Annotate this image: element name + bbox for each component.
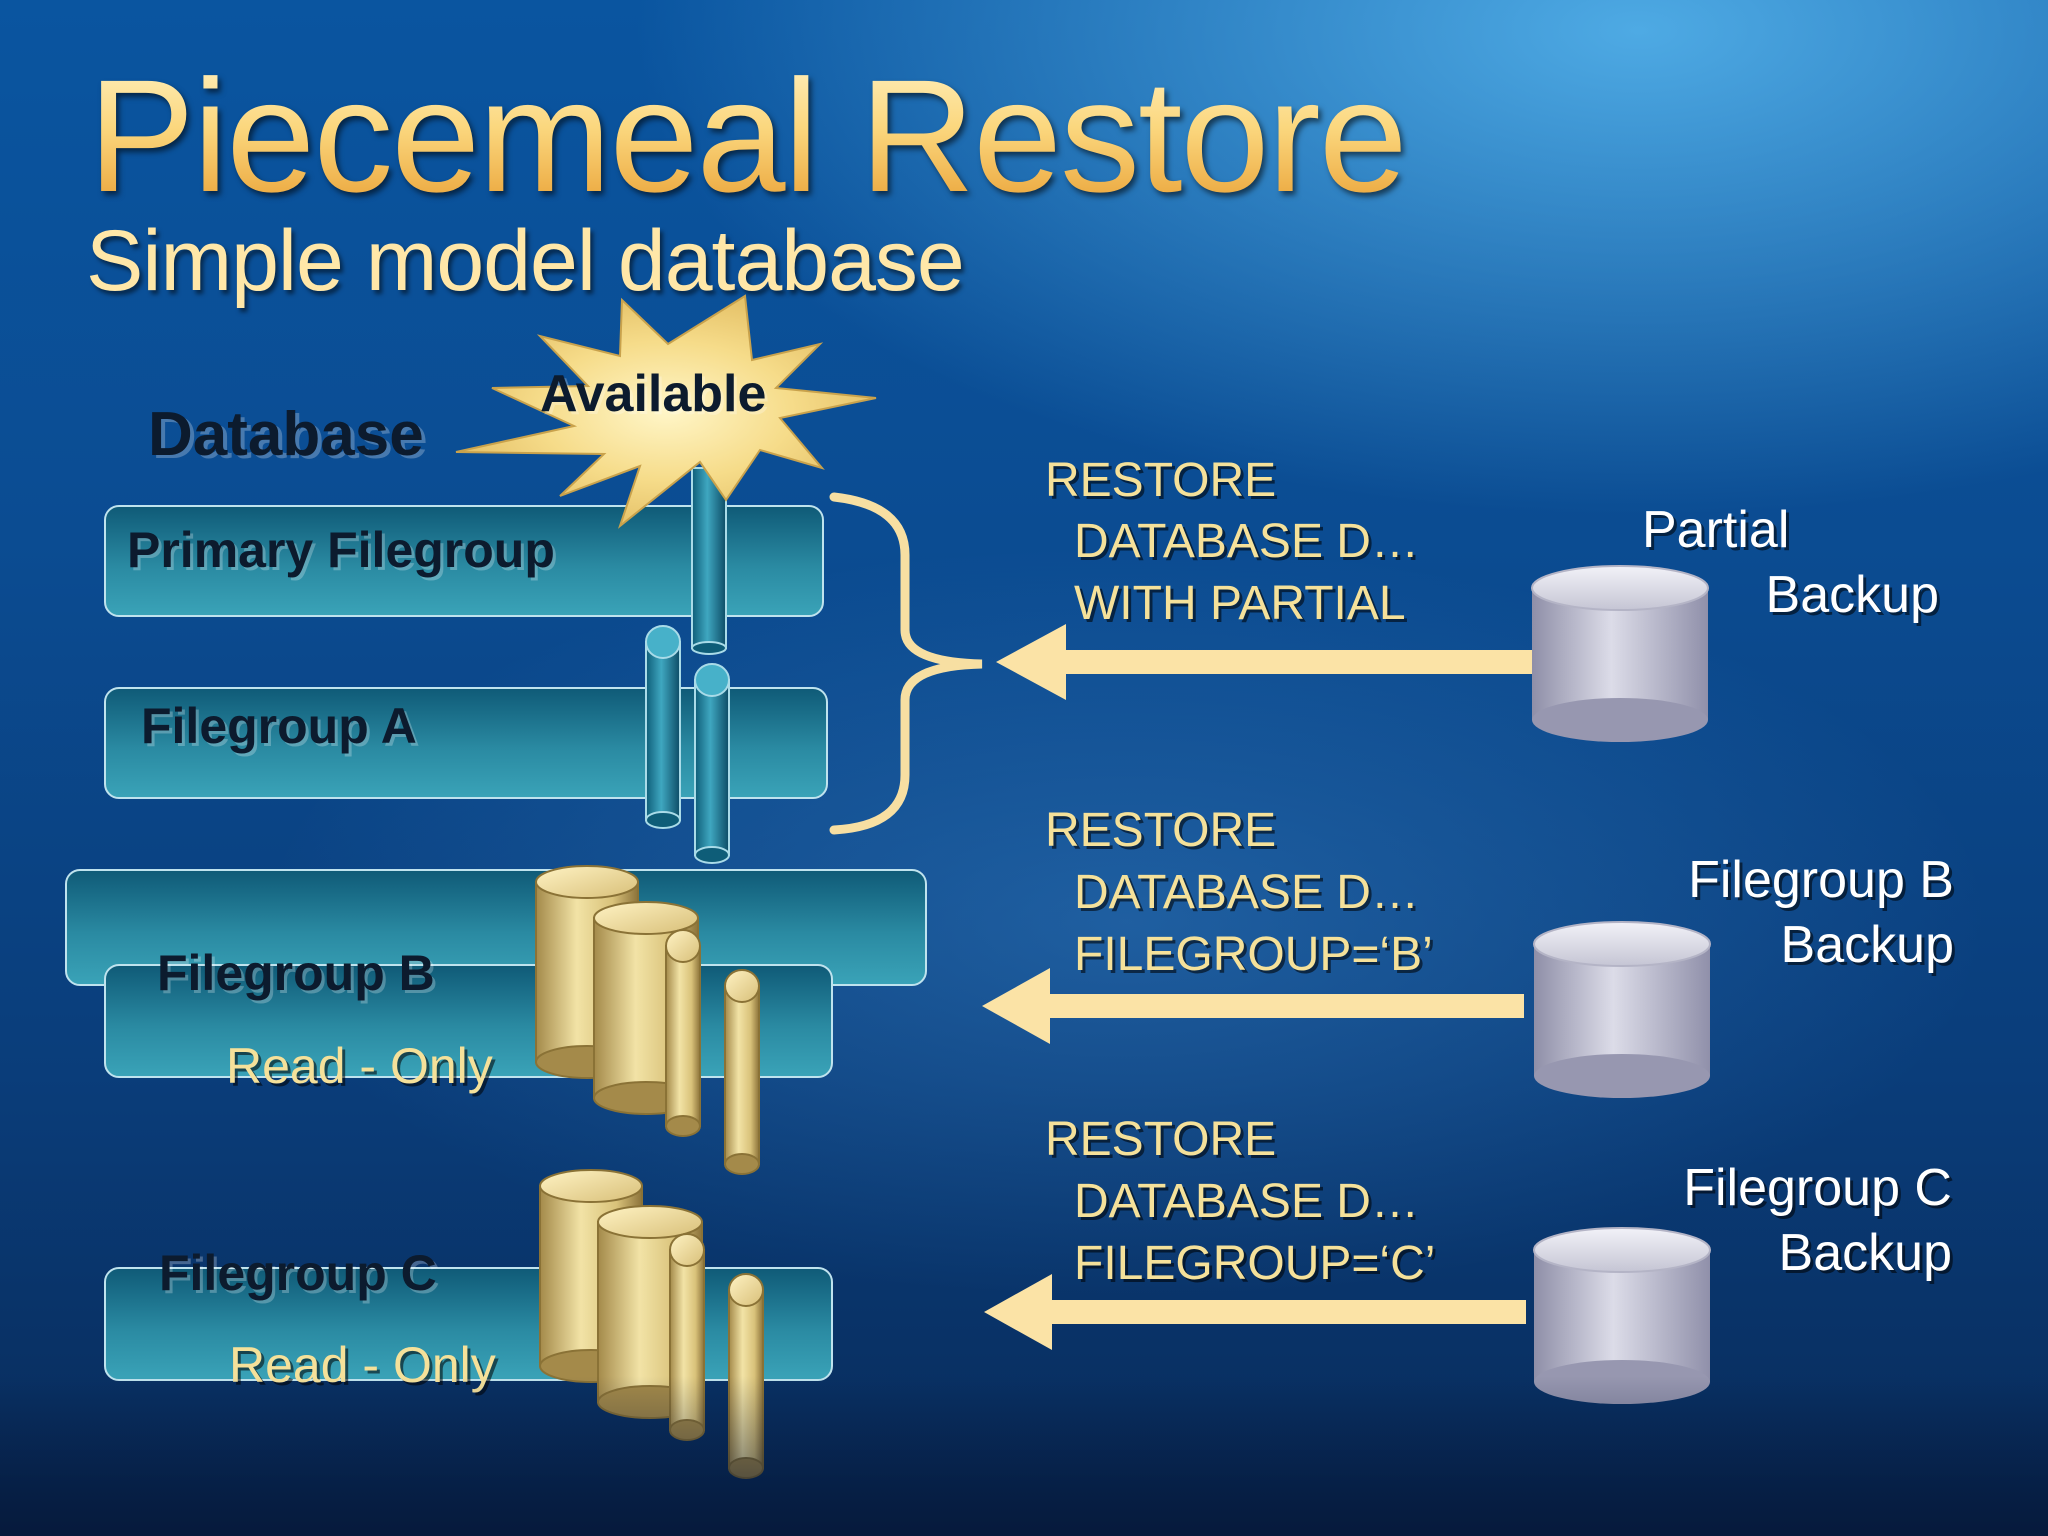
disk-icon: [1533, 1227, 1711, 1404]
cylinder-icon: [728, 1273, 764, 1479]
restore-command-partial: RESTORE RESTORE DATABASE D… DATABASE D… …: [1045, 454, 1422, 633]
backup-line: Filegroup C: [1683, 1159, 1952, 1217]
filegroup-a-label: Filegroup A: [141, 698, 417, 754]
svg-text:Backup: Backup: [1782, 1227, 1955, 1285]
backup-line: Partial: [1642, 501, 1789, 559]
cylinder-icon: [645, 625, 681, 829]
cylinder-icon: [724, 969, 760, 1175]
backup-label-filegroup-b: Filegroup B Filegroup B Backup Backup: [1688, 851, 1957, 977]
restore-line: FILEGROUP=‘C’: [1074, 1237, 1435, 1290]
available-label-shadow: Available: [543, 368, 769, 426]
restore-line: RESTORE: [1045, 454, 1276, 507]
svg-text:FILEGROUP=‘B’: FILEGROUP=‘B’: [1077, 931, 1436, 984]
svg-text:DATABASE D…: DATABASE D…: [1077, 1178, 1422, 1231]
backup-label-partial: Partial Partial Backup Backup: [1642, 501, 1942, 627]
svg-text:Backup: Backup: [1784, 919, 1957, 977]
restore-command-filegroup-c: RESTORE RESTORE DATABASE D… DATABASE D… …: [1045, 1113, 1438, 1293]
restore-line: RESTORE: [1045, 1113, 1276, 1166]
disk-icon: [1531, 565, 1709, 742]
filegroup-c-label-shadow: Filegroup C: [162, 1248, 440, 1304]
svg-text:RESTORE: RESTORE: [1048, 1116, 1279, 1169]
svg-text:FILEGROUP=‘C’: FILEGROUP=‘C’: [1077, 1240, 1438, 1293]
svg-text:DATABASE D…: DATABASE D…: [1077, 869, 1422, 922]
svg-text:DATABASE D…: DATABASE D…: [1077, 518, 1422, 571]
cylinder-icon: [665, 929, 701, 1137]
primary-filegroup-label: Primary Filegroup: [127, 522, 555, 578]
restore-line: DATABASE D…: [1074, 1175, 1419, 1228]
filegroup-b-note-shadow: Read - Only: [229, 1041, 496, 1097]
available-label: Available: [540, 365, 766, 423]
filegroup-c-note-shadow: Read - Only: [232, 1340, 499, 1396]
filegroup-b-note: Read - Only: [226, 1038, 493, 1094]
backup-line: Backup: [1766, 566, 1939, 624]
disk-icon: [1533, 921, 1711, 1098]
filegroup-c-label: Filegroup C: [159, 1245, 437, 1301]
primary-filegroup-bar: [104, 505, 824, 617]
primary-filegroup-label-shadow: Primary Filegroup: [130, 525, 558, 581]
database-label: Database: [148, 400, 424, 469]
cylinder-icon: [669, 1233, 705, 1441]
svg-text:WITH PARTIAL: WITH PARTIAL: [1077, 580, 1409, 633]
backup-line: Backup: [1781, 916, 1954, 974]
arrow-left-icon: [984, 1274, 1526, 1350]
svg-text:Backup: Backup: [1769, 569, 1942, 627]
filegroup-a-label-shadow: Filegroup A: [144, 701, 420, 757]
filegroup-c-note: Read - Only: [229, 1337, 496, 1393]
restore-command-filegroup-b: RESTORE RESTORE DATABASE D… DATABASE D… …: [1045, 804, 1436, 984]
svg-text:Partial: Partial: [1645, 504, 1792, 562]
arrow-left-icon: [996, 624, 1538, 700]
restore-line: RESTORE: [1045, 804, 1276, 857]
svg-text:RESTORE: RESTORE: [1048, 457, 1279, 510]
brace-icon: [829, 492, 983, 835]
starburst-icon: [455, 294, 877, 529]
filegroup-b-label: Filegroup B: [157, 945, 435, 1001]
restore-line: FILEGROUP=‘B’: [1074, 928, 1433, 981]
restore-line: DATABASE D…: [1074, 866, 1419, 919]
cylinder-icon: [691, 467, 727, 655]
backup-line: Backup: [1779, 1224, 1952, 1282]
filegroup-b-label-shadow: Filegroup B: [160, 948, 438, 1004]
cylinder-icon: [694, 663, 730, 864]
svg-text:Filegroup C: Filegroup C: [1686, 1162, 1955, 1220]
restore-line: DATABASE D…: [1074, 515, 1419, 568]
slide-subtitle: Simple model database: [86, 213, 965, 309]
svg-text:Filegroup B: Filegroup B: [1691, 854, 1957, 912]
svg-text:RESTORE: RESTORE: [1048, 807, 1279, 860]
slide-title: Piecemeal Restore: [88, 46, 1408, 225]
backup-line: Filegroup B: [1688, 851, 1954, 909]
backup-label-filegroup-c: Filegroup C Filegroup C Backup Backup: [1683, 1159, 1955, 1285]
database-label-shadow: Database: [152, 403, 428, 472]
restore-line: WITH PARTIAL: [1074, 577, 1406, 630]
arrow-left-icon: [982, 968, 1524, 1044]
